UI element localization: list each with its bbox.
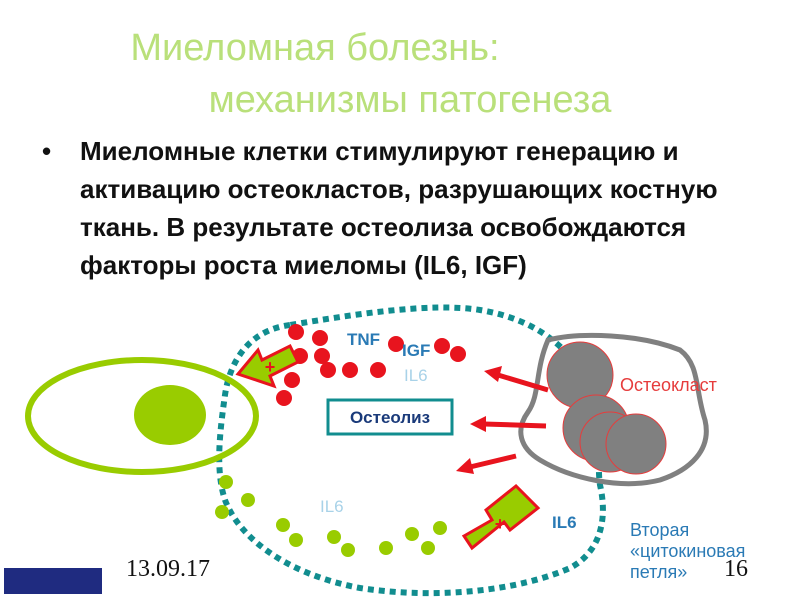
plus-arrow-upper: + (235, 343, 301, 389)
resorption-arrows (456, 366, 549, 474)
osteoclast-label: Остеокласт (620, 375, 717, 395)
igf-label: IGF (402, 341, 430, 360)
plus-sign-upper: + (265, 357, 276, 377)
bullet-paragraph: • Миеломные клетки стимулируют генерацию… (42, 132, 742, 284)
bone-outline (216, 304, 606, 597)
title-line-1: Миеломная болезнь: (130, 27, 500, 69)
footer-bar (4, 568, 102, 594)
bullet-dot: • (42, 136, 52, 166)
osteoclast-cell (605, 413, 667, 475)
plus-arrow-lower: + (461, 483, 541, 551)
il6-right-label: IL6 (552, 513, 577, 532)
plus-sign-lower: + (495, 514, 506, 534)
il6-dots (215, 475, 447, 557)
osteoclast-outline (518, 332, 709, 487)
il6-center-label: IL6 (404, 366, 428, 385)
slide-page-number: 16 (724, 556, 748, 582)
slide-title: Миеломная болезнь: механизмы патогенеза (0, 22, 800, 126)
slide-date: 13.09.17 (126, 556, 210, 582)
il6-lower-label: IL6 (320, 497, 344, 516)
myeloma-cell-outline (25, 357, 259, 475)
bullet-text: Миеломные клетки стимулируют генерацию и… (80, 136, 718, 280)
cytokine-dots (276, 324, 466, 406)
osteolysis-label: Остеолиз (350, 408, 430, 427)
osteolysis-box (326, 398, 454, 436)
title-line-2: механизмы патогенеза (208, 79, 612, 121)
second-loop-caption: Вторая «цитокиновая петля» (630, 520, 746, 582)
tnf-label: TNF (347, 330, 380, 349)
myeloma-cell-nucleus (134, 385, 206, 445)
